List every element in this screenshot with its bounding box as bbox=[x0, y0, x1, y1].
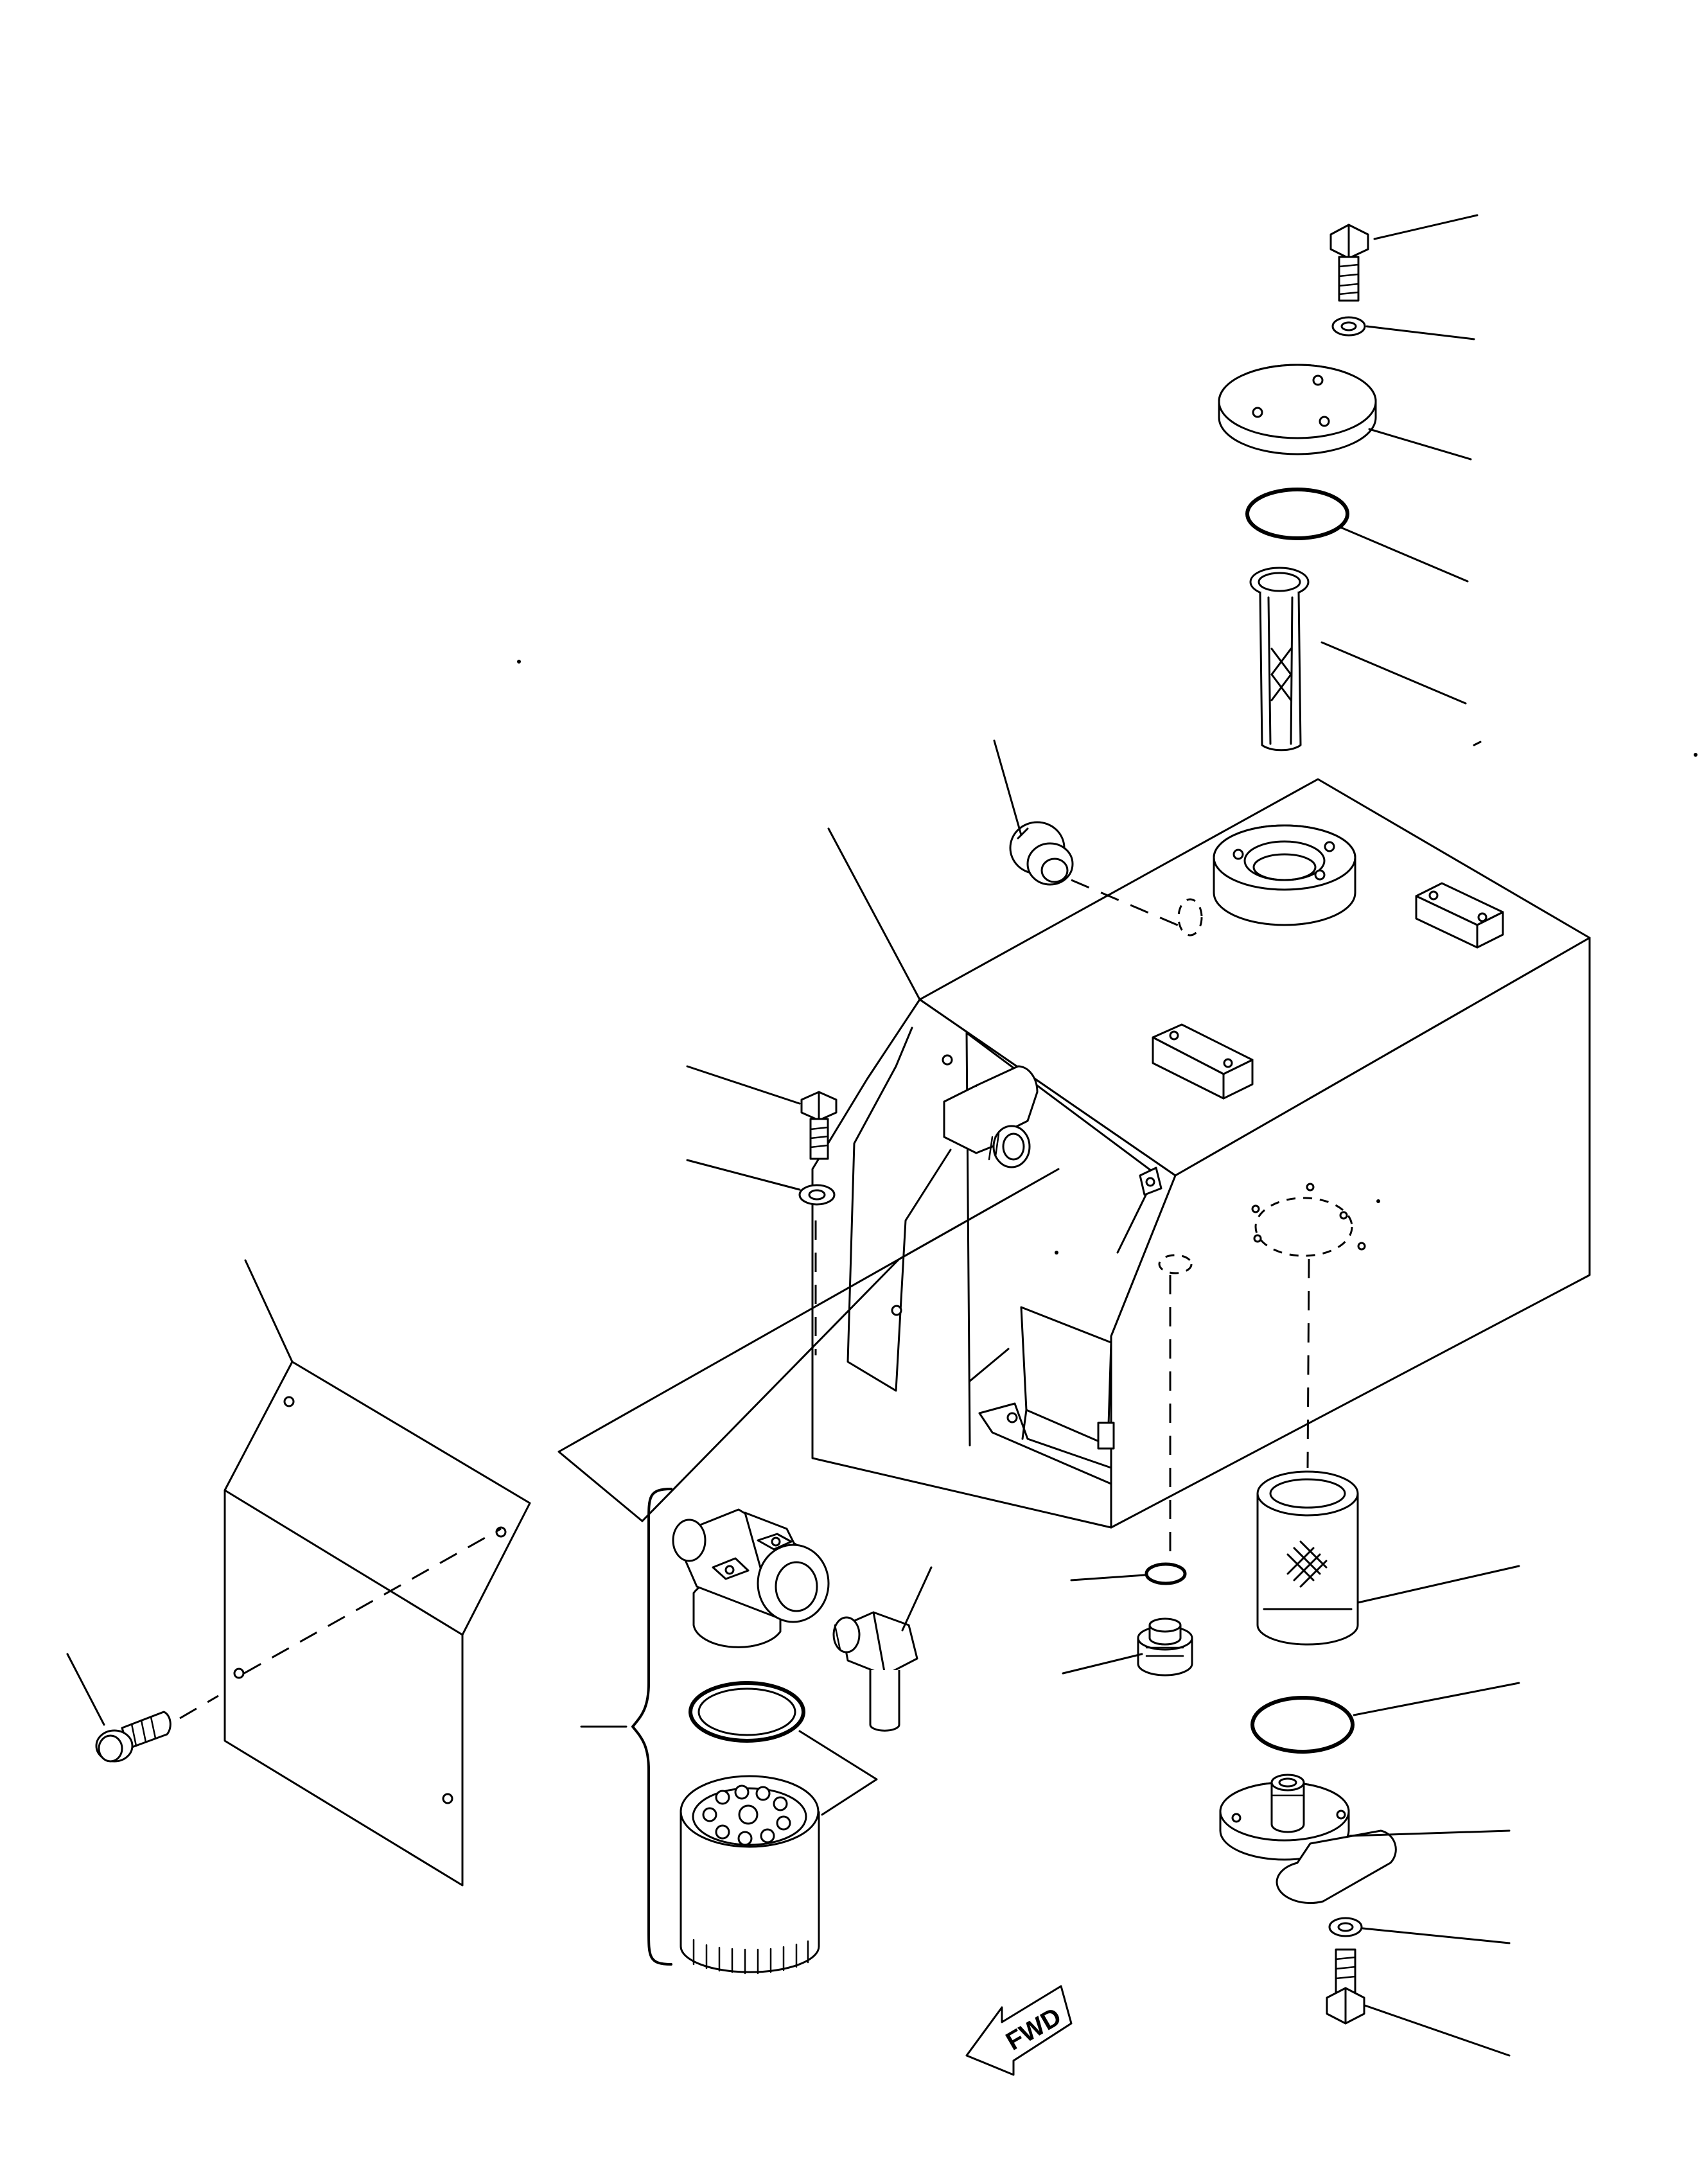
mounting-block-2 bbox=[1152, 1023, 1254, 1100]
filter-head bbox=[672, 1508, 830, 1648]
mounting-block-1 bbox=[1415, 882, 1504, 949]
return-filter-element bbox=[1256, 1470, 1359, 1646]
leader-lines bbox=[66, 214, 1520, 2057]
top-bolt bbox=[1329, 224, 1369, 302]
tank-bottom-bracket bbox=[978, 1402, 1112, 1485]
fwd-arrow: FWD bbox=[965, 1985, 1073, 2076]
spin-on-filter bbox=[680, 1775, 820, 1975]
panel-bolt bbox=[95, 1711, 171, 1763]
bottom-washer bbox=[1328, 1917, 1363, 1937]
breather-plug bbox=[1009, 821, 1074, 886]
filter-elbow-fitting bbox=[832, 1611, 918, 1732]
filter-base bbox=[1219, 1774, 1397, 1904]
drain-plug bbox=[1137, 1617, 1193, 1677]
mounting-plate-outline bbox=[557, 1168, 1060, 1522]
strainer bbox=[1249, 567, 1310, 752]
hydraulic-tank bbox=[811, 778, 1591, 1529]
side-bolt bbox=[800, 1091, 838, 1160]
cover-plate bbox=[1218, 364, 1377, 455]
side-cover-panel bbox=[224, 1361, 531, 1887]
filler-neck bbox=[1213, 824, 1356, 926]
filter-o-ring-right bbox=[1250, 1696, 1355, 1754]
assembly-brace bbox=[631, 1488, 672, 1966]
top-o-ring bbox=[1245, 488, 1349, 540]
top-washer bbox=[1331, 316, 1366, 337]
filter-o-ring-left bbox=[689, 1681, 805, 1743]
bottom-bolt bbox=[1326, 1948, 1365, 2025]
drain-o-ring bbox=[1145, 1562, 1187, 1585]
side-washer bbox=[798, 1184, 836, 1206]
fwd-arrow-icon bbox=[965, 1985, 1073, 2076]
tank-side-elbow-fitting bbox=[943, 1065, 1039, 1168]
